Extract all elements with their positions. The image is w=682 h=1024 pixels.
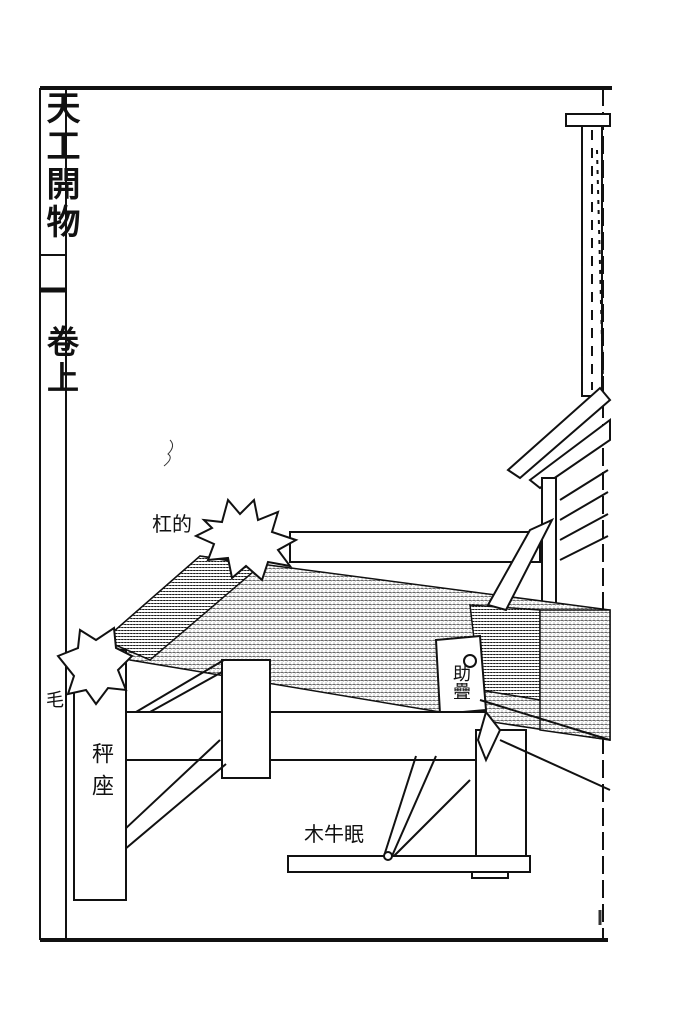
back-beam [289, 517, 555, 612]
label-chengzuo: 秤座 [88, 742, 113, 806]
treadle [287, 755, 531, 879]
treadle-beams [506, 386, 612, 719]
ink-marks [163, 439, 602, 925]
page-border [39, 86, 612, 942]
book-title: 天工開物 [40, 90, 80, 242]
label-muniu: 木牛眠 [304, 822, 364, 846]
page-mark: 毛 [43, 690, 64, 708]
warp-beam-star [193, 497, 299, 582]
cloth-beam-star [56, 626, 134, 706]
volume-label: 卷上 [42, 325, 80, 397]
batten [434, 634, 611, 741]
label-gangdi: 杠的 [152, 512, 192, 536]
label-zhudie: 助疊 [450, 664, 471, 700]
